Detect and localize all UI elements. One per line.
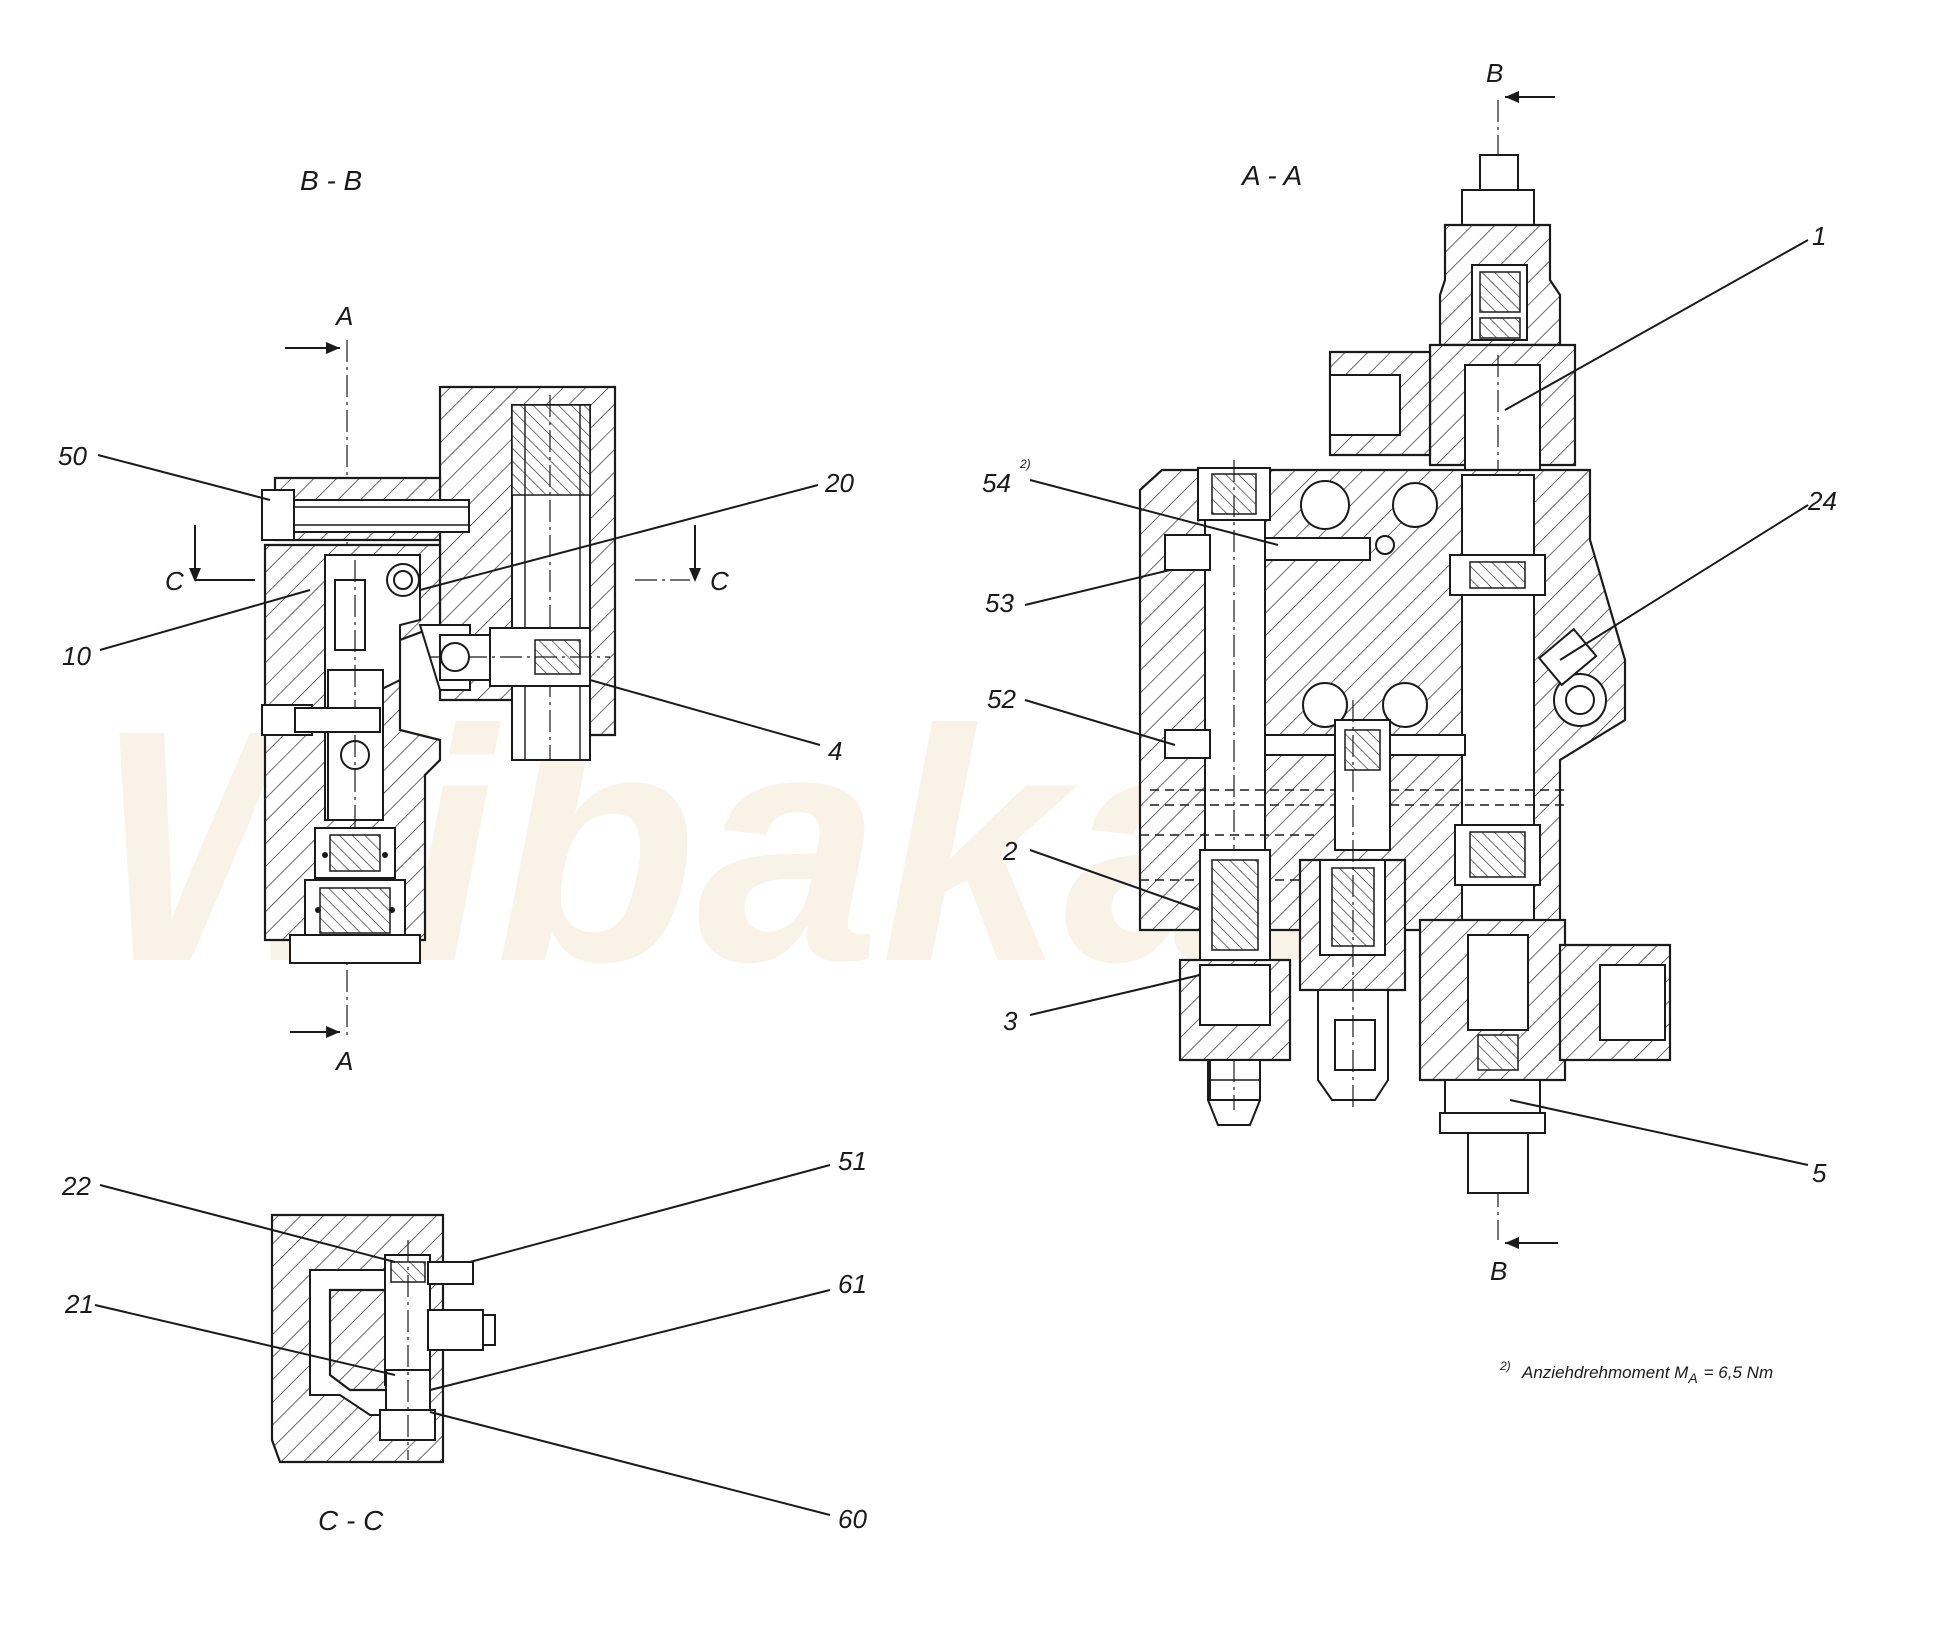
callout-52: 52 [987, 684, 1016, 714]
section-title-aa: A - A [1240, 160, 1302, 191]
callout-10: 10 [62, 641, 91, 671]
footnote-value: = 6,5 Nm [1704, 1363, 1773, 1382]
section-title-cc: C - C [318, 1505, 384, 1536]
footnote-text: Anziehdrehmoment MA = 6,5 Nm [1521, 1363, 1773, 1386]
callouts-cc: 22 51 21 61 60 [61, 1146, 867, 1534]
callout-53: 53 [985, 588, 1014, 618]
callouts-aa: 1 54 2) 53 24 52 2 3 5 [982, 221, 1837, 1188]
callout-60: 60 [838, 1504, 867, 1534]
cut-marker-a-top: A [334, 301, 353, 331]
footnote: 2) Anziehdrehmoment MA = 6,5 Nm [1499, 1359, 1773, 1386]
callout-24: 24 [1807, 486, 1837, 516]
cut-marker-b-top: B [1486, 58, 1503, 88]
callout-5: 5 [1812, 1158, 1827, 1188]
callout-22: 22 [61, 1171, 91, 1201]
callout-54: 54 [982, 468, 1011, 498]
footnote-label: Anziehdrehmoment M [1521, 1363, 1689, 1382]
cut-marker-c-right: C [710, 566, 729, 596]
callout-21: 21 [64, 1289, 94, 1319]
section-aa: A - A B B [1138, 58, 1672, 1286]
footnote-subscript: A [1687, 1370, 1697, 1386]
callout-61: 61 [838, 1269, 867, 1299]
cut-marker-b-bottom: B [1490, 1256, 1507, 1286]
footnote-marker: 2) [1499, 1359, 1511, 1373]
callout-51: 51 [838, 1146, 867, 1176]
callout-3: 3 [1003, 1006, 1018, 1036]
section-title-bb: B - B [300, 165, 362, 196]
callout-2: 2 [1002, 836, 1018, 866]
cut-marker-c-left: C [165, 566, 184, 596]
callout-50: 50 [58, 441, 87, 471]
callout-1: 1 [1812, 221, 1826, 251]
callout-4: 4 [828, 736, 842, 766]
section-bb: B - B A A C C [165, 165, 729, 1076]
callout-54-sup: 2) [1019, 457, 1031, 471]
section-cc: C - C [270, 1213, 496, 1536]
cut-marker-a-bottom: A [334, 1046, 353, 1076]
callout-20: 20 [824, 468, 854, 498]
callouts-bb: 50 20 10 4 [58, 441, 854, 766]
